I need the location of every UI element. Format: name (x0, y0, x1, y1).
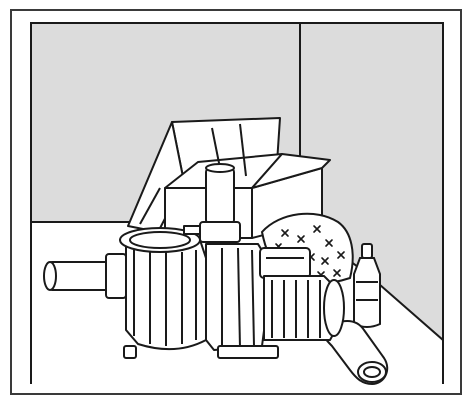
pool-pump (119, 163, 345, 359)
motor-cooling-fins (271, 280, 321, 338)
pipe-clip (183, 225, 201, 235)
outlet-opening (205, 163, 235, 173)
volute-ribs (221, 247, 255, 349)
box-right-flap (251, 153, 331, 189)
outlet-pipe (205, 167, 235, 225)
terminal-box (259, 247, 311, 279)
outlet-union (199, 221, 241, 243)
hose-elbow (323, 320, 389, 386)
box-flap-seam (239, 123, 247, 177)
pipe-union-nut (105, 253, 127, 299)
box-edge (139, 187, 161, 225)
pump-base (217, 345, 279, 359)
lid-ribs (133, 250, 197, 346)
pre-filter-lid-ring (129, 231, 191, 249)
pipe-opening (43, 261, 57, 291)
motor-end-cap (323, 279, 345, 337)
inlet-pipe (43, 253, 127, 299)
drain-plug (123, 345, 137, 359)
elbow-inner (363, 366, 381, 378)
bottle-body (353, 257, 381, 328)
bottle-cap (361, 243, 373, 259)
